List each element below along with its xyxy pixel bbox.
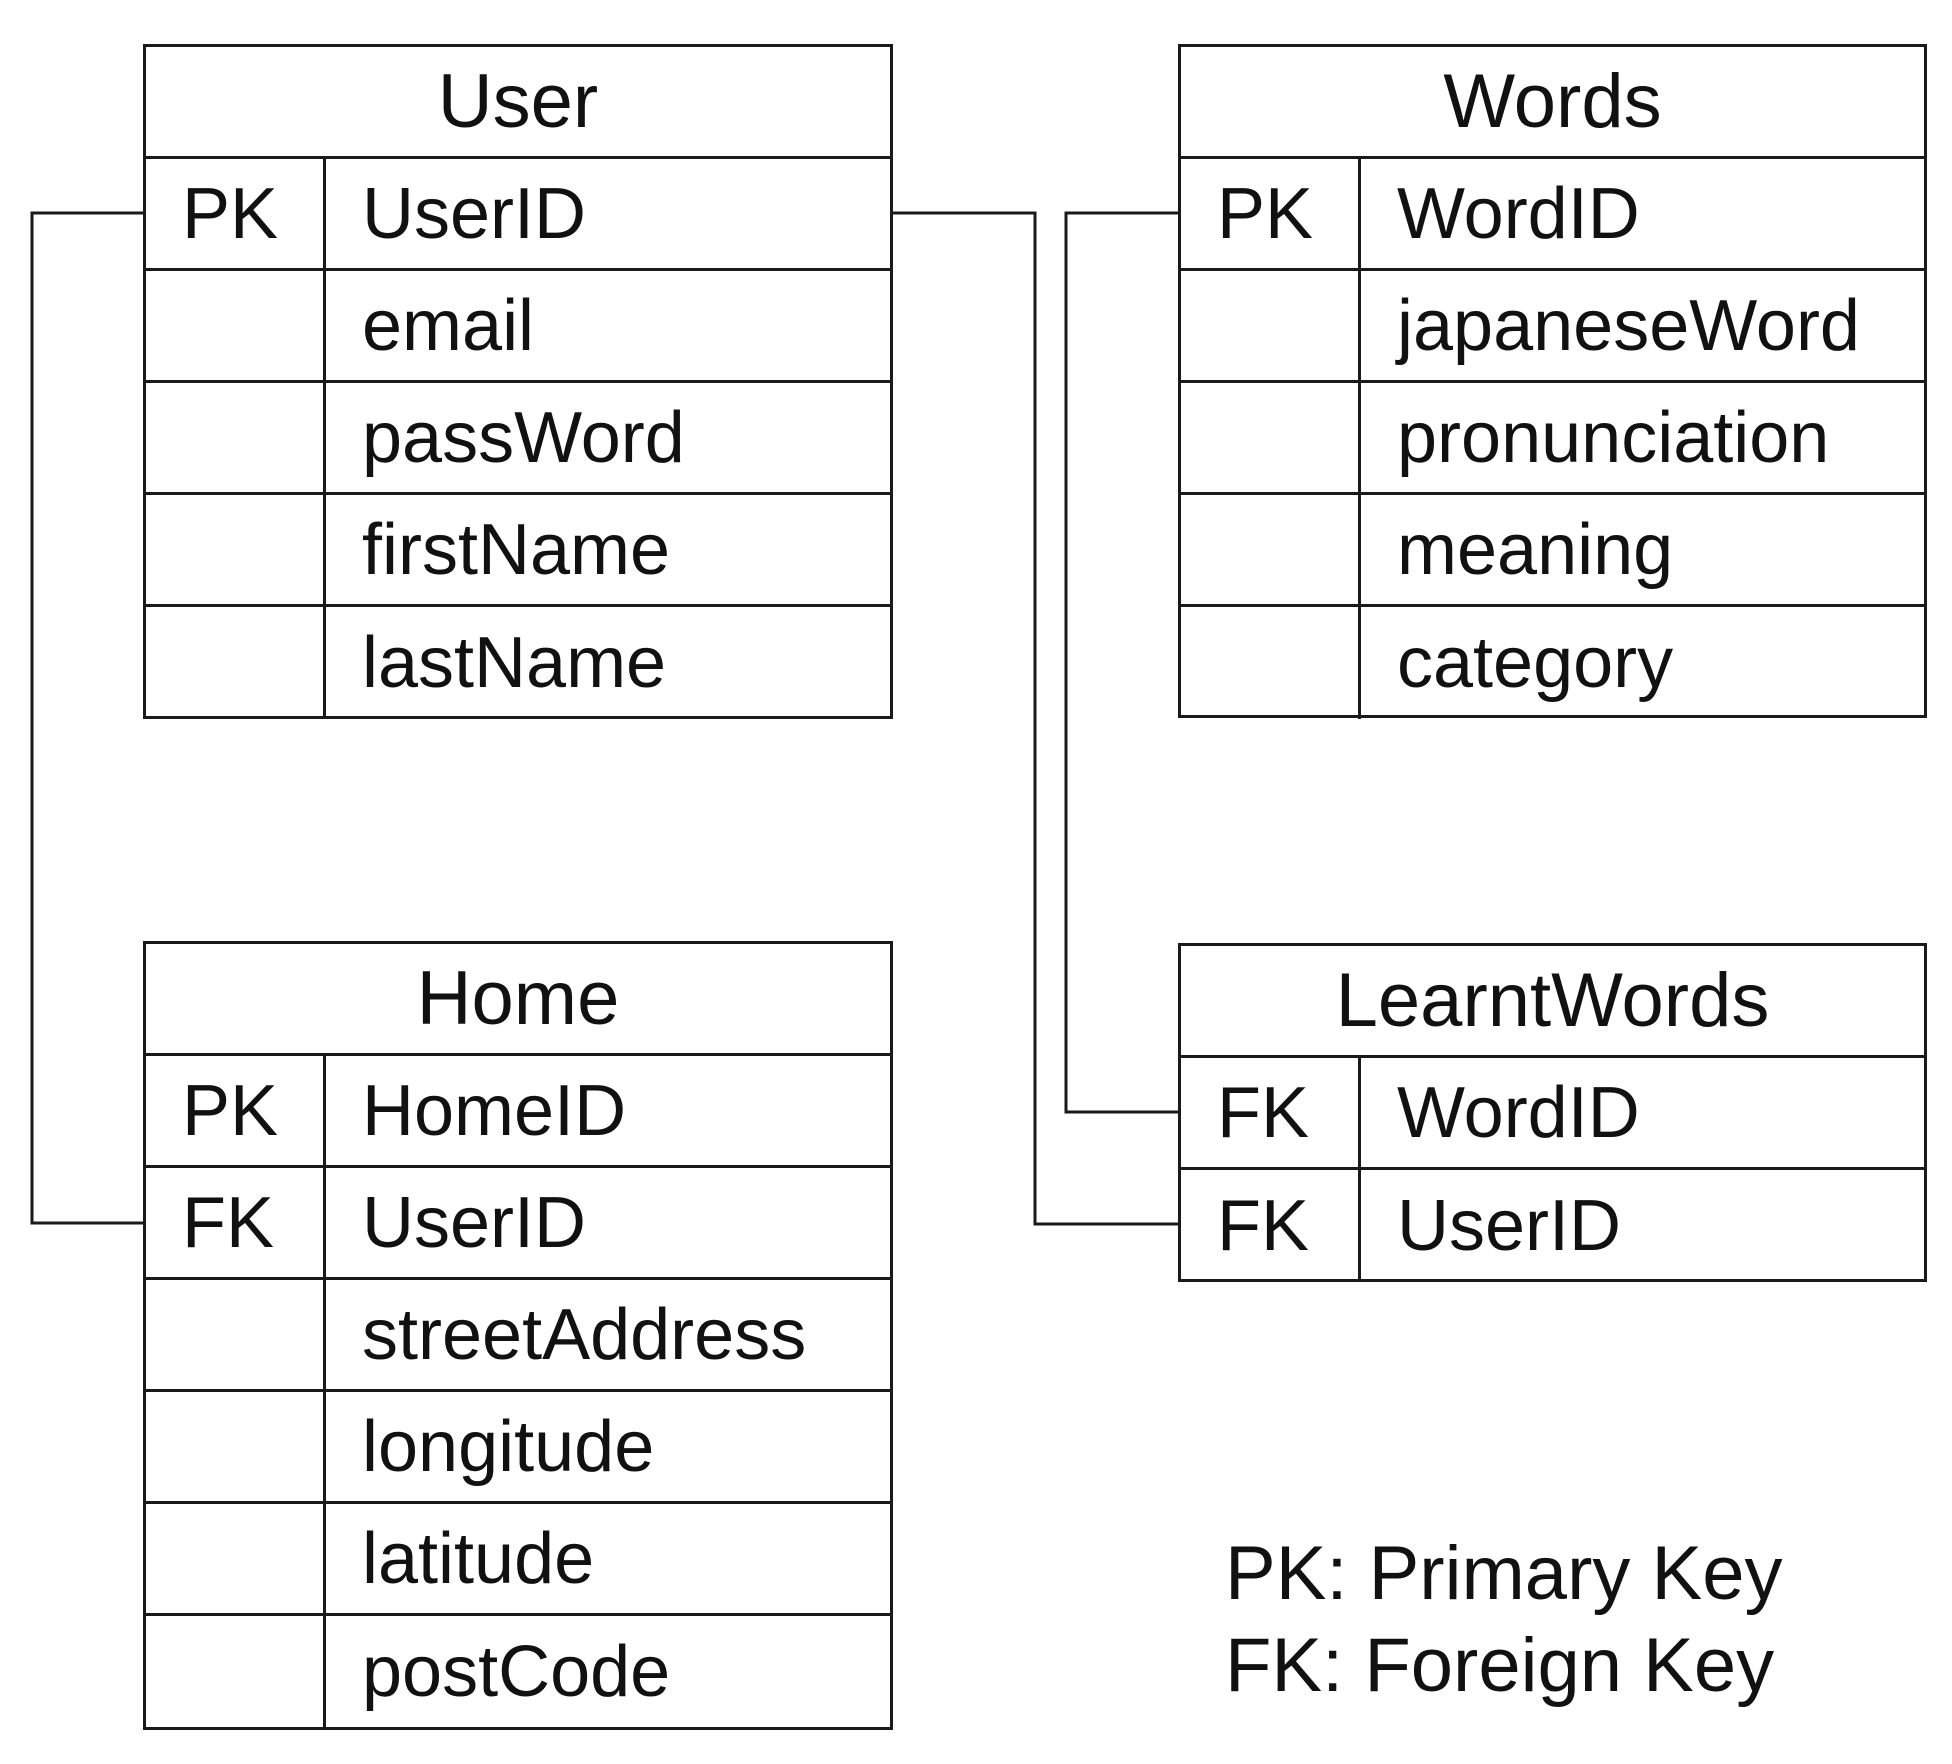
key-label: FK [1181,1170,1361,1282]
connector-user-to-home [30,211,152,1225]
connector-words-to-learntwords [1064,211,1185,1114]
field-name: WordID [1397,1072,1640,1153]
field-name: category [1397,623,1674,703]
entity-home: Home PK HomeID FK UserID streetAddress l… [143,941,893,1730]
entity-row: email [146,271,890,383]
entity-row: lastName [146,607,890,719]
key-label [1181,607,1361,719]
entity-row: latitude [146,1504,890,1616]
entity-row: PK UserID [146,159,890,271]
key-label [1181,383,1361,492]
key-label [146,1392,326,1501]
entity-title: Words [1181,47,1924,159]
key-label [146,1616,326,1728]
entity-row: FK UserID [1181,1170,1924,1282]
key-label [146,383,326,492]
entity-row: passWord [146,383,890,495]
entity-row: PK WordID [1181,159,1924,271]
entity-title: User [146,47,890,159]
field-name: firstName [362,509,671,590]
entity-row: pronunciation [1181,383,1924,495]
field-name: longitude [362,1406,655,1487]
entity-title: LearntWords [1181,946,1924,1058]
entity-user: User PK UserID email passWord firstName … [143,44,893,719]
field-name: latitude [362,1518,595,1599]
key-label [146,607,326,719]
key-label: PK [146,1056,326,1165]
field-name: email [362,285,535,366]
connector-user-to-learntwords [892,211,1178,1226]
field-name: postCode [362,1632,671,1712]
entity-row: FK UserID [146,1168,890,1280]
legend: PK: Primary Key FK: Foreign Key [1225,1528,1782,1712]
field-name: meaning [1397,509,1674,590]
field-name: lastName [362,623,667,703]
field-name: UserID [1397,1186,1622,1266]
key-label [146,1504,326,1613]
key-label: FK [1181,1058,1361,1167]
legend-pk: PK: Primary Key [1225,1531,1783,1616]
entity-words: Words PK WordID japaneseWord pronunciati… [1178,44,1927,719]
field-name: pronunciation [1397,397,1830,478]
entity-row: longitude [146,1392,890,1504]
entity-row: postCode [146,1616,890,1728]
entity-row: FK WordID [1181,1058,1924,1170]
entity-row: streetAddress [146,1280,890,1392]
entity-row: meaning [1181,495,1924,607]
field-name: UserID [362,173,587,254]
field-name: HomeID [362,1070,627,1151]
legend-fk: FK: Foreign Key [1225,1623,1775,1708]
entity-row: japaneseWord [1181,271,1924,383]
field-name: passWord [362,397,685,478]
entity-title: Home [146,944,890,1056]
field-name: UserID [362,1182,587,1263]
key-label [1181,271,1361,380]
entity-row: firstName [146,495,890,607]
entity-row: PK HomeID [146,1056,890,1168]
key-label: PK [1181,159,1361,268]
field-name: streetAddress [362,1294,807,1375]
field-name: WordID [1397,173,1640,254]
key-label: FK [146,1168,326,1277]
key-label [1181,495,1361,604]
key-label [146,495,326,604]
entity-learnt-words: LearntWords FK WordID FK UserID [1178,943,1927,1282]
key-label: PK [146,159,326,268]
field-name: japaneseWord [1397,285,1860,366]
entity-row: category [1181,607,1924,719]
key-label [146,1280,326,1389]
key-label [146,271,326,380]
